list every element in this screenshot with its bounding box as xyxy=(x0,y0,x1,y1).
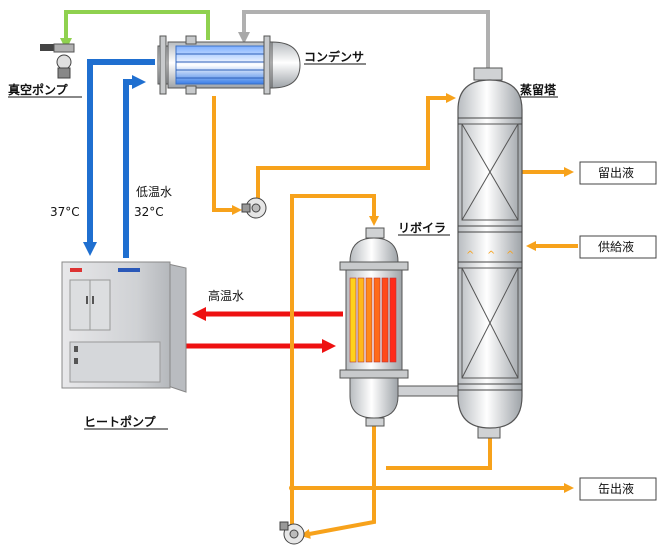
reflux-pump-icon xyxy=(241,197,267,219)
bottoms-pump-icon xyxy=(279,521,305,545)
low-temp-water-label: 低温水 xyxy=(136,185,172,199)
heat-pump-label: ヒートポンプ xyxy=(84,414,157,429)
heat-pump-unit-icon xyxy=(61,261,187,393)
cooling-water-line xyxy=(83,59,155,258)
reboiler-hot-tubes xyxy=(349,277,397,363)
supply-temp-label: 37°C xyxy=(50,205,80,219)
vacuum-pump-label: 真空ポンプ xyxy=(8,82,69,97)
condenser-label: コンデンサ xyxy=(304,49,364,64)
bottoms-label: 缶出液 xyxy=(598,481,634,496)
vapor-return-pipe xyxy=(389,385,459,397)
vacuum-line xyxy=(60,10,210,50)
feed-box xyxy=(579,235,657,259)
svg-text:^: ^ xyxy=(506,250,514,261)
bottoms-box xyxy=(579,477,657,501)
distillate-label: 留出液 xyxy=(598,165,634,180)
distillation-tower: ^ ^ ^ xyxy=(457,67,523,439)
vacuum-pump-icon xyxy=(40,43,75,79)
tower-label: 蒸留塔 xyxy=(520,82,557,97)
reboiler xyxy=(339,227,409,427)
reboiler-label: リボイラ xyxy=(398,220,446,235)
vapor-line xyxy=(238,10,490,68)
feed-label: 供給液 xyxy=(598,239,634,254)
high-temp-water-label: 高温水 xyxy=(208,288,244,303)
svg-text:^: ^ xyxy=(466,250,474,261)
distillate-box xyxy=(579,161,657,185)
junction-dot xyxy=(289,485,295,491)
process-lines xyxy=(212,93,578,539)
return-temp-label: 32°C xyxy=(134,205,164,219)
svg-text:^: ^ xyxy=(487,250,495,261)
condenser xyxy=(157,35,301,95)
hot-water-line xyxy=(185,307,343,353)
